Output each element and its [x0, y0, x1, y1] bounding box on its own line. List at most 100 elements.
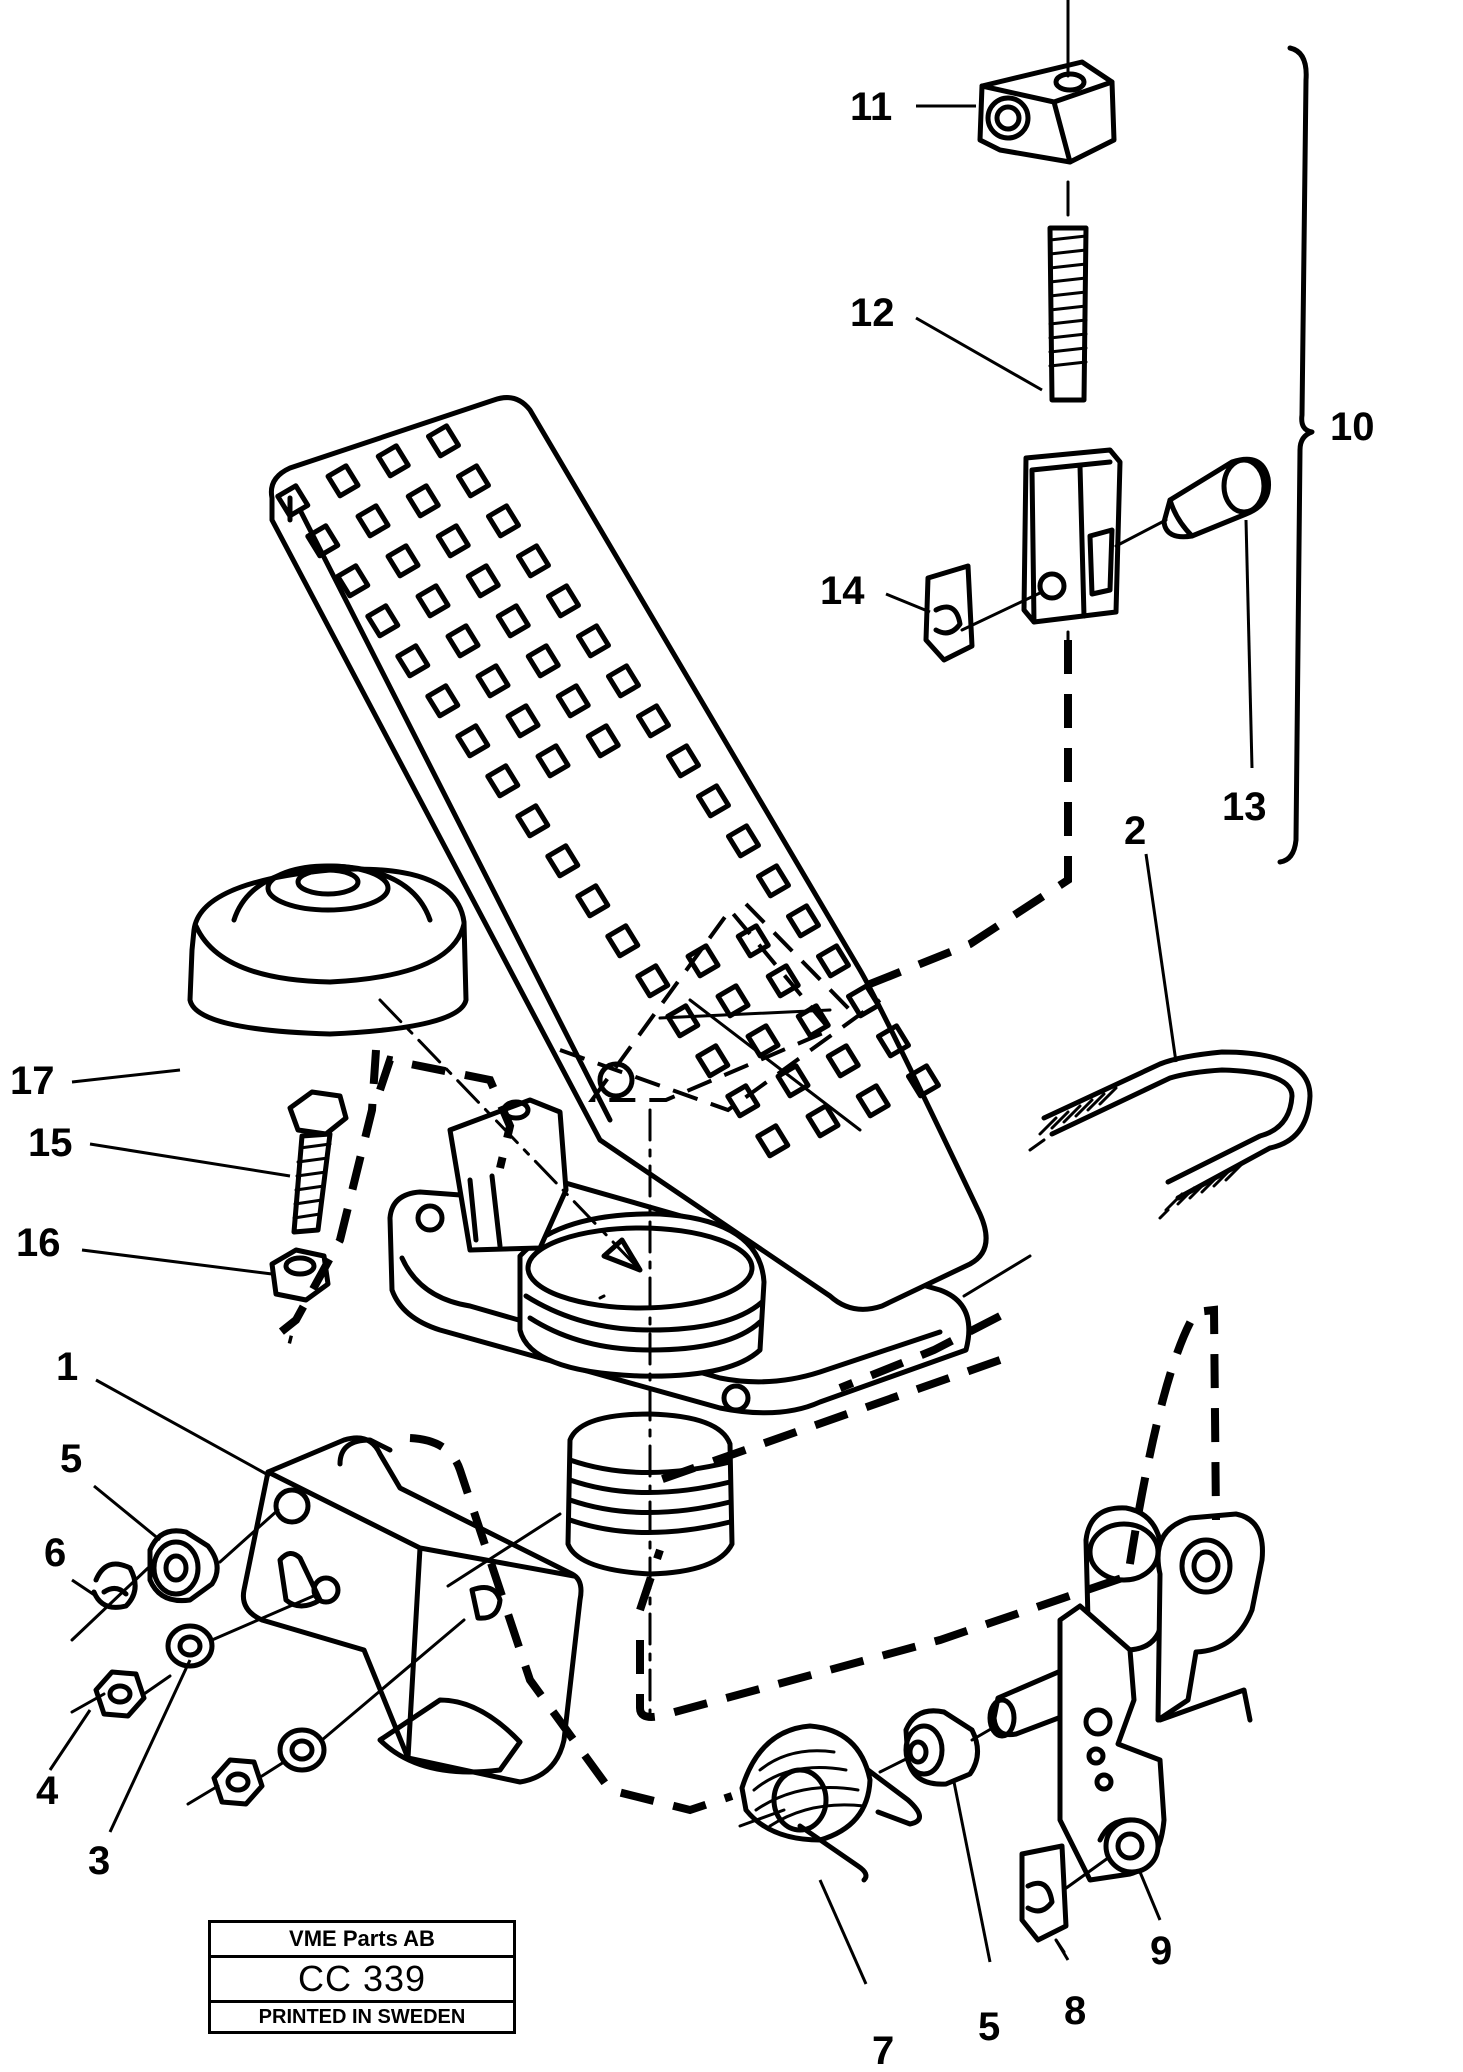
tread-diamond: [575, 883, 611, 919]
tread-diamond: [465, 563, 501, 599]
tread-diamond: [455, 463, 491, 499]
tread-diamond: [555, 683, 591, 719]
tread-diamond: [725, 1083, 761, 1119]
callout-3: 3: [88, 1839, 110, 1883]
callout-5a: 5: [60, 1437, 82, 1481]
callout-14: 14: [820, 569, 865, 613]
tread-diamond: [775, 1063, 811, 1099]
stamp-code: CC 339: [211, 1958, 513, 2003]
tread-diamond: [745, 1023, 781, 1059]
tread-diamond: [755, 1123, 791, 1159]
tread-diamond: [715, 983, 751, 1019]
tread-diamond: [435, 523, 471, 559]
nut-upper: [269, 1247, 331, 1303]
clamp-block: [977, 0, 1117, 165]
callout-2: 2: [1124, 809, 1146, 853]
tread-diamond: [735, 923, 771, 959]
torsion-spring: [738, 1723, 922, 1883]
group-bracket: [1277, 45, 1315, 865]
stamp-company: VME Parts AB: [211, 1923, 513, 1958]
spring-clip-lower: [1019, 1843, 1069, 1954]
tread-diamond: [355, 503, 391, 539]
tread-diamond: [665, 1003, 701, 1039]
tread-diamond: [455, 723, 491, 759]
nut-lower: [186, 1618, 466, 1807]
stamp-origin: PRINTED IN SWEDEN: [258, 2006, 466, 2028]
tread-diamond: [425, 423, 461, 459]
tread-diamond: [275, 483, 311, 519]
tread-diamond: [325, 463, 361, 499]
assembly-lines: [267, 640, 1220, 1815]
tread-diamond: [635, 703, 671, 739]
tread-diamond: [505, 703, 541, 739]
tread-diamond: [425, 683, 461, 719]
bolt: [287, 1089, 349, 1235]
tread-diamond: [525, 643, 561, 679]
pedal-tread-pattern: [275, 423, 941, 1159]
tread-diamond: [545, 583, 581, 619]
tread-diamond: [785, 903, 821, 939]
washer-left: [165, 1592, 320, 1669]
callout-12: 12: [850, 291, 895, 335]
tread-diamond: [445, 623, 481, 659]
callout-13: 13: [1222, 785, 1267, 829]
callout-4: 4: [36, 1769, 59, 1813]
rubber-stop: [187, 863, 469, 1037]
hidden-linkage: [559, 902, 882, 1113]
tread-diamond: [635, 963, 671, 999]
tread-diamond: [335, 563, 371, 599]
tread-diamond: [395, 643, 431, 679]
tread-diamond: [415, 583, 451, 619]
pedal-lever: [987, 1505, 1265, 1906]
tread-diamond: [845, 983, 881, 1019]
callout-6: 6: [44, 1531, 66, 1575]
catalog-stamp: VME Parts AB CC 339 PRINTED IN SWEDEN: [208, 1920, 516, 2034]
clevis: [1021, 447, 1123, 642]
tread-diamond: [665, 743, 701, 779]
tread-diamond: [765, 963, 801, 999]
tread-diamond: [365, 603, 401, 639]
callout-17: 17: [10, 1059, 55, 1103]
callout-8: 8: [1064, 1989, 1086, 2033]
tread-diamond: [605, 663, 641, 699]
tread-diamond: [485, 763, 521, 799]
callout-9: 9: [1150, 1929, 1172, 1973]
tread-diamond: [805, 1103, 841, 1139]
pedal-plate: [268, 395, 989, 1312]
tread-diamond: [545, 843, 581, 879]
leader-lines: [48, 104, 1254, 1985]
callout-7: 7: [872, 2029, 894, 2072]
callout-5b: 5: [978, 2005, 1000, 2049]
tread-diamond: [855, 1083, 891, 1119]
pedal-base: [387, 1097, 972, 1577]
tread-diamond: [495, 603, 531, 639]
callout-16: 16: [16, 1221, 61, 1265]
tread-diamond: [725, 823, 761, 859]
tread-diamond: [475, 663, 511, 699]
spring-clip-upper: [923, 563, 1044, 663]
tread-diamond: [695, 1043, 731, 1079]
tread-diamond: [575, 623, 611, 659]
callout-15: 15: [28, 1121, 73, 1165]
tread-diamond: [905, 1063, 941, 1099]
tread-diamond: [605, 923, 641, 959]
tread-diamond: [405, 483, 441, 519]
tread-diamond: [515, 803, 551, 839]
tread-diamond: [485, 503, 521, 539]
tread-diamond: [385, 543, 421, 579]
bushing-left: [147, 1528, 220, 1604]
tread-diamond: [825, 1043, 861, 1079]
washer-lower: [277, 1727, 327, 1773]
center-axes: [378, 998, 652, 1722]
tread-diamond: [875, 1023, 911, 1059]
tread-diamond: [535, 743, 571, 779]
clevis-pin: [1114, 456, 1272, 548]
bushing-right: [878, 1708, 998, 1787]
tread-diamond: [585, 723, 621, 759]
circlip-left: [70, 1508, 280, 1642]
nut-left: [70, 1669, 172, 1719]
return-spring: [962, 1049, 1313, 1298]
callout-10: 10: [1330, 405, 1375, 449]
threaded-rod: [1047, 180, 1089, 403]
